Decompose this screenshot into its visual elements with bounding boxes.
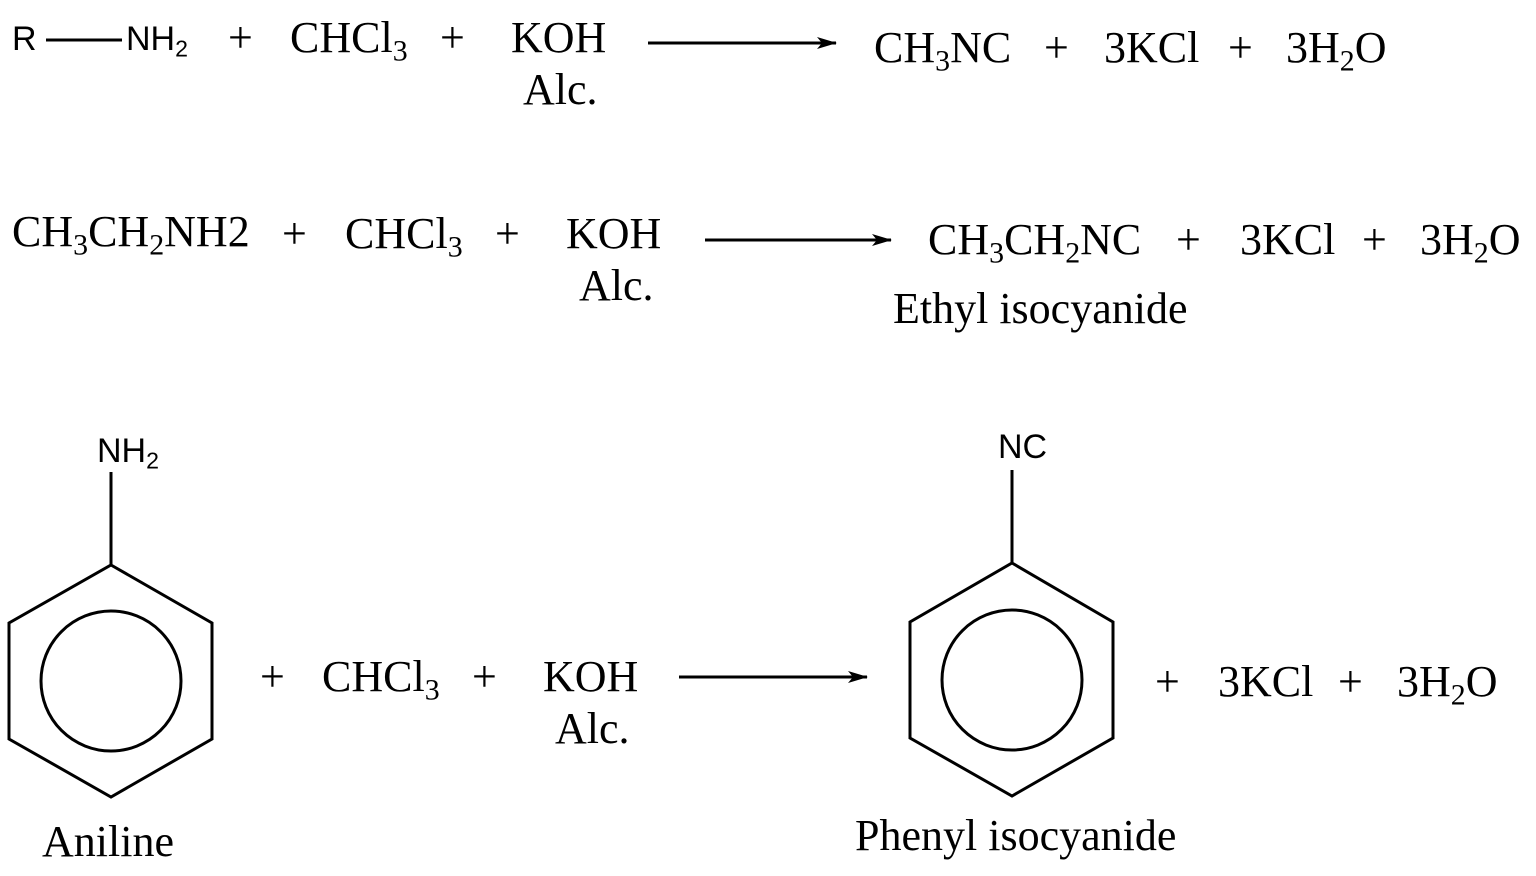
water-formula: 3H2O xyxy=(1420,215,1521,270)
plus-sign: + xyxy=(1362,215,1387,264)
amine-group: NH2 xyxy=(126,20,188,62)
plus-sign: + xyxy=(440,13,465,62)
alcoholic-label: Alc. xyxy=(555,704,630,753)
plus-sign: + xyxy=(495,209,520,258)
phenyl-isocyanide-name: Phenyl isocyanide xyxy=(855,811,1177,860)
plus-sign: + xyxy=(1176,215,1201,264)
potassium-chloride-formula: 3KCl xyxy=(1104,23,1200,72)
isocyanide-group: NC xyxy=(998,428,1048,466)
plus-sign: + xyxy=(228,13,253,62)
plus-sign: + xyxy=(1228,23,1253,72)
aniline-amino-group: NH2 xyxy=(97,432,159,474)
plus-sign: + xyxy=(472,652,497,701)
chloroform-formula: CHCl3 xyxy=(322,652,440,707)
plus-sign: + xyxy=(1338,657,1363,706)
chloroform-formula: CHCl3 xyxy=(345,209,463,264)
koh-formula: KOH xyxy=(511,13,607,62)
chloroform-formula: CHCl3 xyxy=(290,13,408,68)
plus-sign: + xyxy=(260,652,285,701)
water-formula: 3H2O xyxy=(1397,657,1498,712)
plus-sign: + xyxy=(1155,657,1180,706)
koh-formula: KOH xyxy=(566,209,662,258)
ethylamine-formula: CH3CH2NH2 xyxy=(12,207,250,262)
potassium-chloride-formula: 3KCl xyxy=(1218,657,1314,706)
ethyl-isocyanide-name: Ethyl isocyanide xyxy=(893,284,1188,333)
alcoholic-label: Alc. xyxy=(523,65,598,114)
r-group-label: R xyxy=(12,20,37,58)
phenyl-isocyanide-benzene-ring xyxy=(908,470,1115,798)
aniline-name: Aniline xyxy=(42,817,174,866)
water-formula: 3H2O xyxy=(1286,23,1387,78)
plus-sign: + xyxy=(1044,23,1069,72)
potassium-chloride-formula: 3KCl xyxy=(1240,215,1336,264)
koh-formula: KOH xyxy=(543,652,639,701)
alcoholic-label: Alc. xyxy=(579,261,654,310)
aniline-benzene-ring xyxy=(7,472,214,799)
ethyl-isocyanide-formula: CH3CH2NC xyxy=(928,215,1142,270)
methyl-isocyanide-formula: CH3NC xyxy=(874,23,1012,78)
plus-sign: + xyxy=(282,209,307,258)
